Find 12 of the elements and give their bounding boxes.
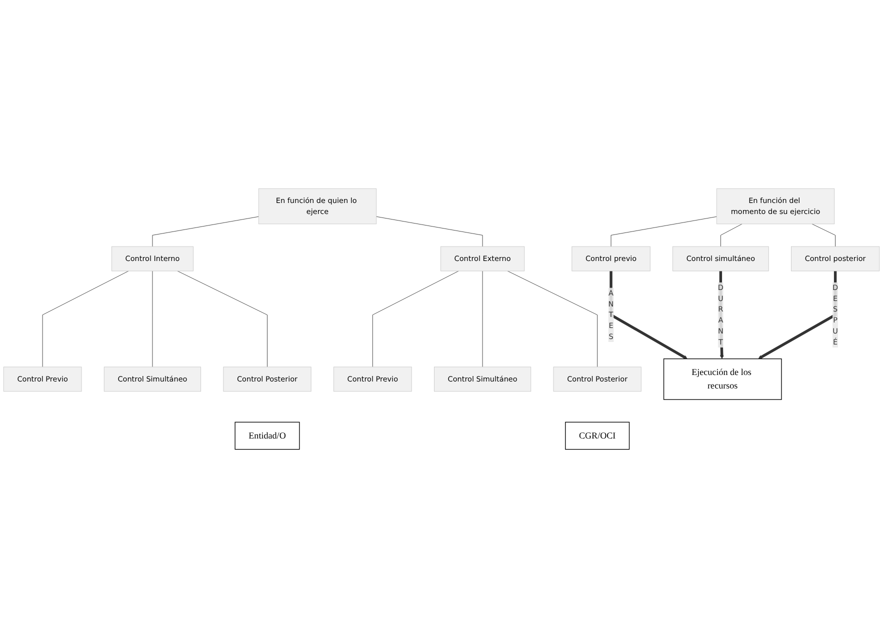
connector bbox=[610, 216, 717, 247]
connector bbox=[42, 270, 129, 368]
connector bbox=[152, 216, 259, 247]
connector bbox=[507, 270, 598, 368]
node-box: CGR/OCI bbox=[565, 422, 630, 450]
connector bbox=[720, 224, 742, 247]
connector bbox=[376, 216, 483, 247]
connector bbox=[177, 270, 268, 368]
connector bbox=[372, 270, 459, 368]
node-box: Ejecución de los recursos bbox=[663, 358, 782, 400]
connector bbox=[812, 224, 836, 247]
node-box: Entidad/O bbox=[234, 422, 300, 450]
